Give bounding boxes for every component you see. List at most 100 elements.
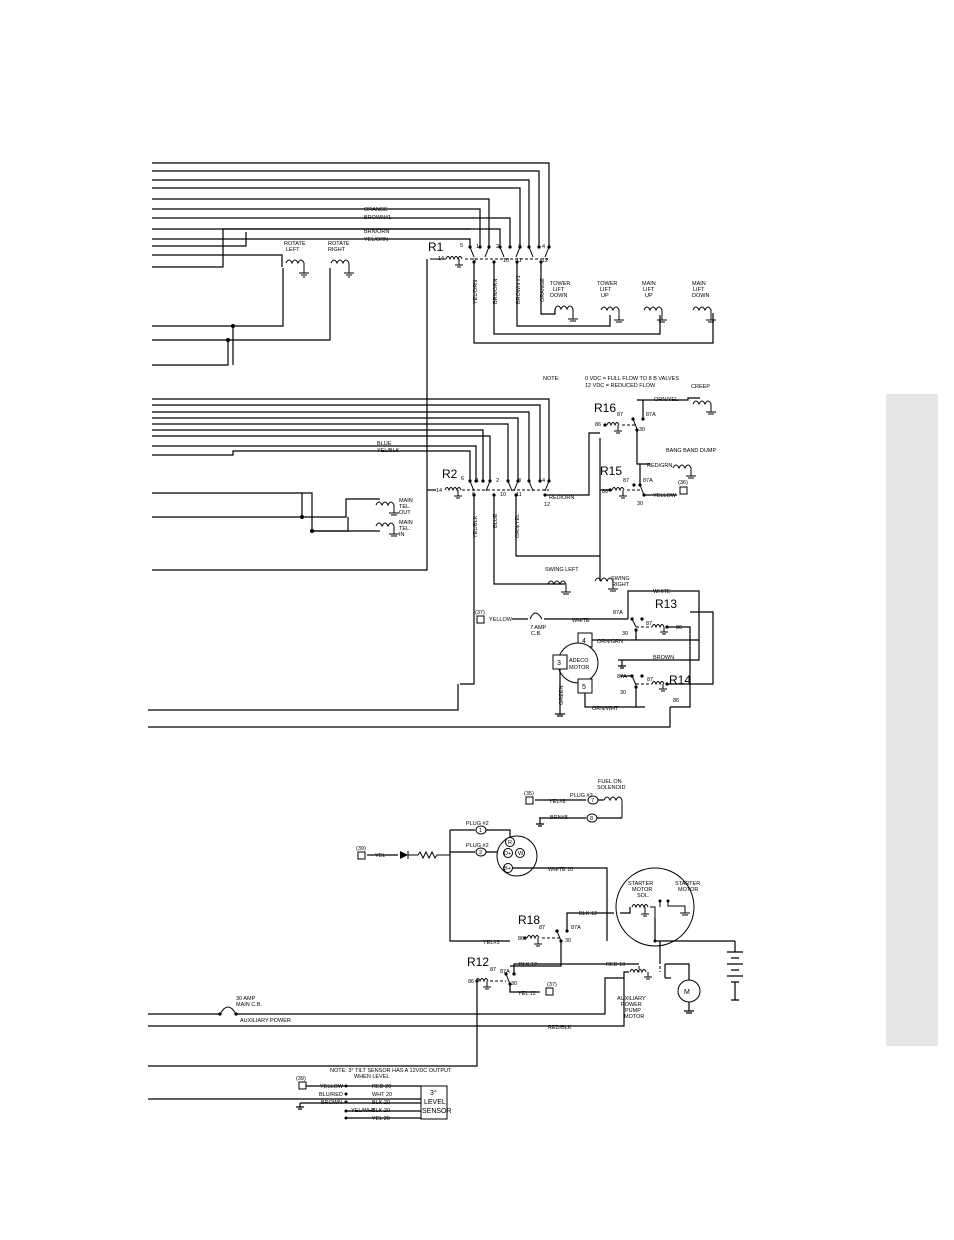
svg-text:R14: R14 [669, 673, 691, 687]
page-edge-tab [886, 394, 938, 1046]
svg-text:2: 2 [496, 478, 499, 484]
svg-text:NOTE:: NOTE: [543, 376, 560, 382]
svg-text:ORANGE: ORANGE [540, 278, 546, 302]
svg-text:MAIN: MAIN [399, 498, 413, 504]
svg-text:30: 30 [639, 427, 645, 433]
svg-text:YEL/BLK: YEL/BLK [473, 515, 479, 538]
svg-text:PUMP: PUMP [625, 1008, 641, 1014]
svg-text:2: 2 [496, 244, 499, 250]
svg-text:LIFT: LIFT [693, 287, 705, 293]
svg-text:SOL.: SOL. [637, 893, 650, 899]
svg-text:ORN/WHT: ORN/WHT [592, 706, 619, 712]
svg-text:(39): (39) [296, 1076, 306, 1082]
svg-text:R16: R16 [594, 401, 616, 415]
svg-text:5: 5 [460, 243, 463, 249]
svg-text:BLK 20: BLK 20 [372, 1108, 390, 1114]
svg-text:R18: R18 [518, 913, 540, 927]
svg-text:87A: 87A [500, 969, 510, 975]
r2-harness-wires [152, 259, 550, 571]
main-tel-in-solenoid: MAIN TEL. IN [375, 520, 413, 538]
wire-label-brown1: BROWN#1 [364, 215, 391, 221]
svg-text:(37): (37) [547, 982, 557, 988]
svg-text:YEL: YEL [375, 853, 385, 859]
wire-label-yel-orn: YEL/ORN [364, 237, 388, 243]
svg-text:YEL 20: YEL 20 [372, 1116, 390, 1122]
svg-text:86: 86 [673, 698, 679, 704]
svg-text:87A: 87A [571, 925, 581, 931]
svg-text:1: 1 [479, 828, 482, 834]
svg-text:YELLOW: YELLOW [320, 1084, 344, 1090]
svg-text:UP: UP [645, 293, 653, 299]
svg-text:2: 2 [479, 850, 482, 856]
r2-wire-labels: BLUE YEL/BLK [377, 441, 400, 454]
svg-text:GREEN: GREEN [559, 685, 565, 705]
svg-text:MOTOR: MOTOR [624, 1014, 644, 1020]
svg-text:WHT 20: WHT 20 [372, 1092, 392, 1098]
svg-text:87: 87 [646, 621, 652, 627]
svg-text:86: 86 [602, 489, 608, 495]
svg-text:86: 86 [676, 625, 682, 631]
svg-text:0 VDC = FULL FLOW TO 8 B VALVE: 0 VDC = FULL FLOW TO 8 B VALVES [585, 376, 679, 382]
svg-text:TOWER: TOWER [550, 281, 570, 287]
svg-text:87A: 87A [643, 478, 653, 484]
svg-text:RIGHT: RIGHT [612, 582, 630, 588]
svg-text:AUXILIARY POWER: AUXILIARY POWER [240, 1018, 291, 1024]
svg-text:YEL/ORN: YEL/ORN [473, 280, 479, 304]
r1-outputs: YEL/ORN BRN/ORN BROWN #1 ORANGE [473, 262, 714, 344]
svg-text:R: R [508, 840, 512, 846]
svg-text:BLK 12: BLK 12 [579, 911, 597, 917]
svg-text:RED/BLK: RED/BLK [548, 1025, 572, 1031]
svg-text:3: 3 [557, 660, 561, 667]
svg-text:(36): (36) [678, 480, 688, 486]
svg-text:6: 6 [461, 476, 464, 482]
svg-text:30: 30 [511, 981, 517, 987]
wire-label-yel-blk: YEL/BLK [377, 448, 400, 454]
svg-text:87: 87 [539, 925, 545, 931]
svg-text:YEL#8: YEL#8 [549, 799, 566, 805]
svg-text:3°: 3° [430, 1089, 437, 1097]
svg-text:WHITE 10: WHITE 10 [548, 867, 573, 873]
relay-r12: R12 86 87 87A 30 BLK 12 YEL 12 (37) [148, 955, 639, 1067]
svg-text:CREEP: CREEP [691, 384, 710, 390]
main-circuit-breaker: 30 AMP MAIN C.B. AUXILIARY POWER [148, 977, 624, 1024]
swing-left-solenoid: SWING LEFT [545, 567, 579, 595]
svg-text:IN: IN [399, 532, 405, 538]
svg-text:ORN/YEL: ORN/YEL [515, 514, 521, 538]
svg-text:ROTATE: ROTATE [328, 241, 350, 247]
svg-text:YEL#3: YEL#3 [483, 940, 500, 946]
svg-text:11: 11 [516, 258, 522, 264]
svg-text:R12: R12 [467, 955, 489, 969]
svg-text:BRN/ORN: BRN/ORN [493, 279, 499, 304]
svg-text:87A: 87A [617, 674, 627, 680]
svg-text:WHEN LEVEL: WHEN LEVEL [354, 1074, 389, 1080]
wire-label-blue: BLUE [377, 441, 392, 447]
relay-r15: RED/GRN BANG BAND DUMP R15 86 87 87A 30 … [600, 448, 716, 507]
svg-text:R1: R1 [428, 240, 444, 254]
rotate-right-solenoid: ROTATE RIGHT [328, 241, 354, 278]
svg-text:RED 10: RED 10 [606, 962, 625, 968]
svg-text:30: 30 [620, 690, 626, 696]
svg-text:12: 12 [542, 258, 548, 264]
svg-text:ROTATE: ROTATE [284, 241, 306, 247]
svg-text:30: 30 [622, 631, 628, 637]
svg-text:STARTER: STARTER [628, 881, 653, 887]
svg-text:SOLENOID: SOLENOID [597, 785, 625, 791]
svg-text:B+: B+ [504, 866, 511, 872]
svg-text:87: 87 [617, 412, 623, 418]
svg-text:87: 87 [623, 478, 629, 484]
svg-text:ADECO: ADECO [569, 658, 589, 664]
alternator-circuit: PLUG #2 PLUG #2 1 2 D+ W R B+ WHITE 10 (… [356, 821, 608, 942]
svg-text:RIGHT: RIGHT [328, 247, 346, 253]
svg-text:WHITE: WHITE [572, 618, 590, 624]
svg-text:M: M [684, 989, 690, 996]
svg-text:MOTOR: MOTOR [569, 665, 589, 671]
svg-text:BROWN #1: BROWN #1 [516, 275, 522, 304]
svg-text:MAIN: MAIN [399, 520, 413, 526]
svg-text:10: 10 [500, 492, 506, 498]
svg-text:POWER: POWER [621, 1002, 642, 1008]
svg-text:BANG BAND DUMP: BANG BAND DUMP [666, 448, 716, 454]
svg-text:BLU/RED: BLU/RED [319, 1092, 343, 1098]
r1-harness-wires [152, 162, 550, 366]
